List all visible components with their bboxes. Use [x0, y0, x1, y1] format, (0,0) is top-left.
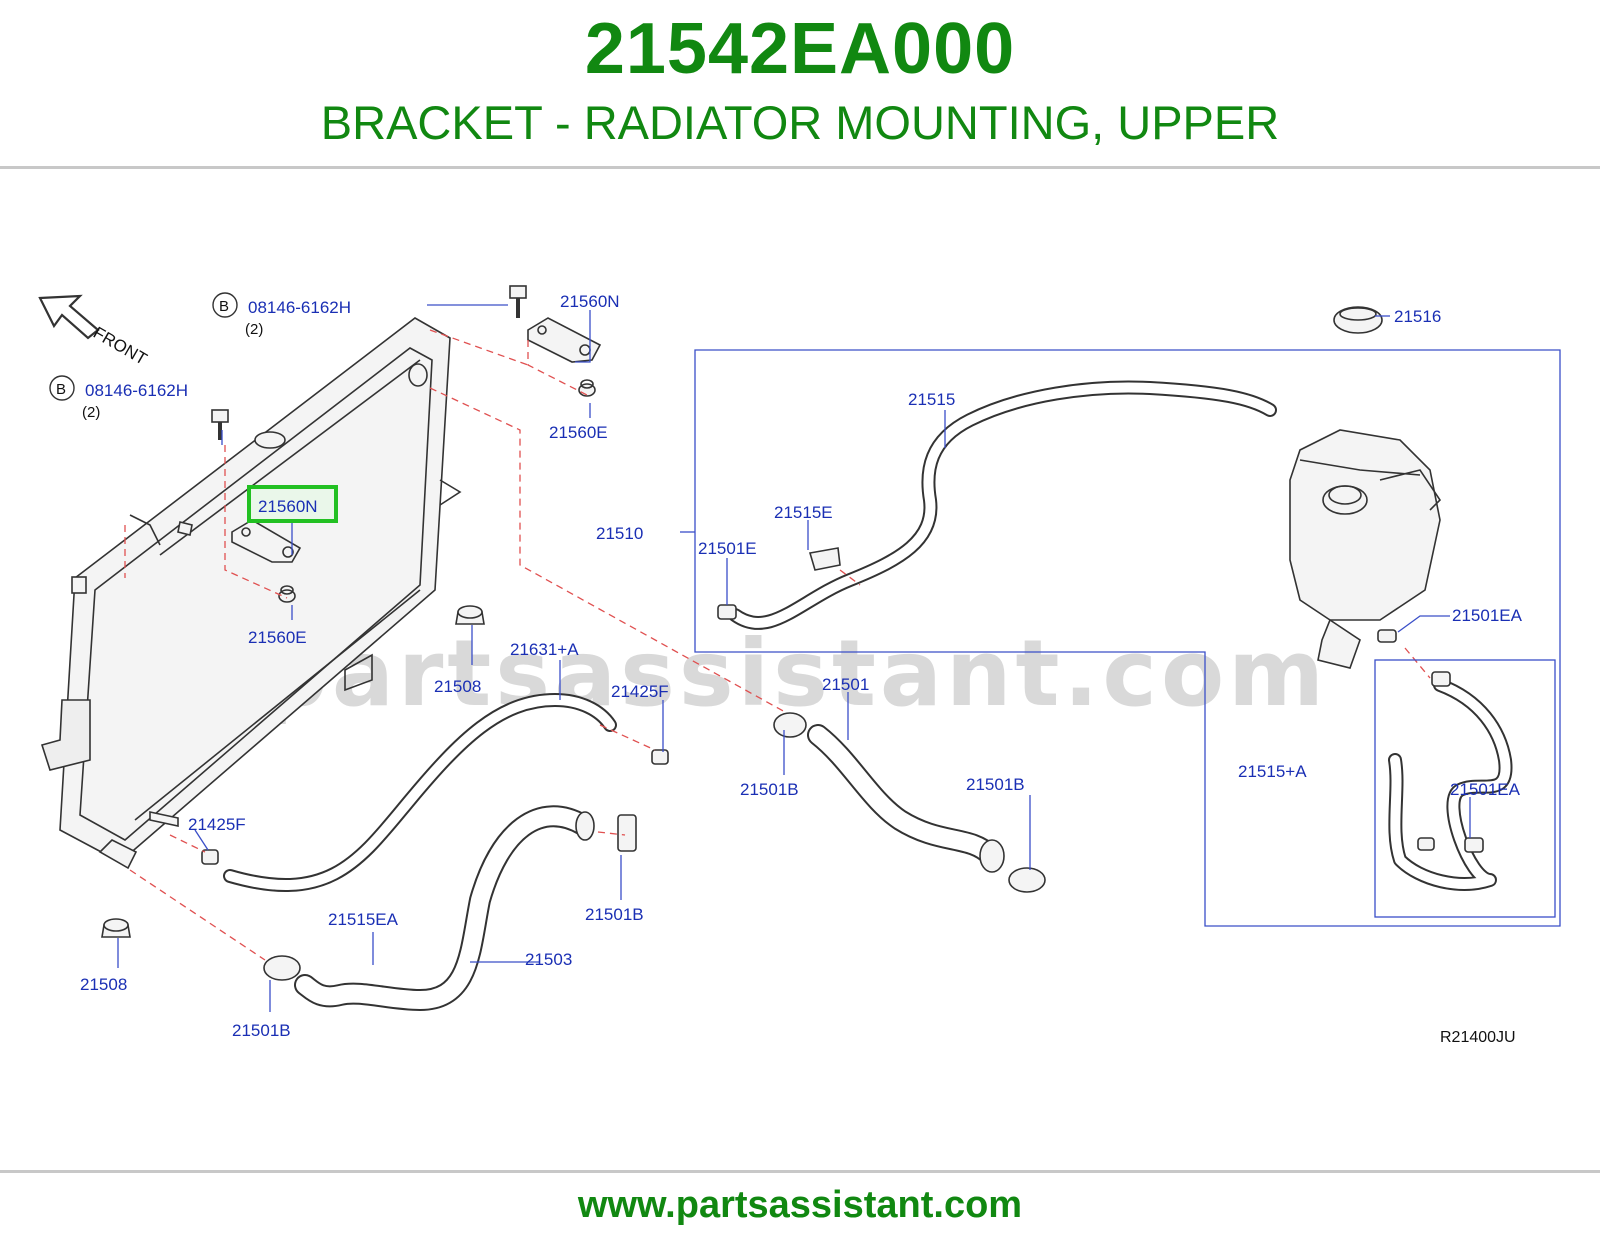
label-cap[interactable]: 21516: [1394, 307, 1441, 326]
radiator-drawing: [40, 317, 462, 870]
lower-hose-drawing: [294, 805, 595, 1011]
label-bolt-left-qty: (2): [82, 404, 100, 421]
label-reservoir-hose[interactable]: 21515: [908, 390, 955, 409]
watermark-text: partsassistant.com: [262, 620, 1328, 727]
label-mount-top[interactable]: 21508: [434, 677, 481, 696]
label-clip-top[interactable]: 21425F: [611, 682, 669, 701]
label-clip-left[interactable]: 21425F: [188, 815, 246, 834]
header: 21542EA000 BRACKET - RADIATOR MOUNTING, …: [0, 0, 1600, 170]
bolt-icon: [211, 409, 229, 440]
label-clamp-e[interactable]: 21501E: [698, 539, 757, 558]
leader-lines: [117, 304, 1471, 1012]
label-grommet-left[interactable]: 21560E: [248, 628, 307, 647]
label-clamp-b-2[interactable]: 21501B: [966, 775, 1025, 794]
overflow-hose-drawing: [1388, 671, 1513, 891]
label-bolt-left[interactable]: 08146-6162H: [85, 381, 188, 400]
front-label: FRONT: [90, 323, 150, 369]
bolt-icon: [509, 285, 527, 318]
assembly-lines: [124, 329, 1431, 961]
label-clamp-ea-bottom[interactable]: 21501EA: [1450, 780, 1521, 799]
hose-clamp-icon: [773, 712, 807, 738]
header-divider: [0, 166, 1600, 169]
svg-text:B: B: [219, 298, 229, 315]
footer-divider: [0, 1170, 1600, 1173]
highlight-box: [247, 485, 338, 523]
part-description: BRACKET - RADIATOR MOUNTING, UPPER: [320, 96, 1280, 149]
label-reservoir-assy[interactable]: 21510: [596, 524, 643, 543]
label-clamp-b-1[interactable]: 21501B: [740, 780, 799, 799]
hose-clip-icon: [808, 547, 841, 571]
label-upper-hose[interactable]: 21501: [822, 675, 869, 694]
label-oil-hose[interactable]: 21631+A: [510, 640, 579, 659]
reservoir-tank-drawing: [1289, 429, 1442, 669]
clip-icon: [651, 749, 669, 765]
oil-cooler-hose-drawing: [223, 693, 617, 892]
label-bracket-highlighted[interactable]: 21560N: [258, 497, 318, 516]
label-clamp-b-4[interactable]: 21501B: [232, 1021, 291, 1040]
reference-code: R21400JU: [1440, 1029, 1516, 1046]
label-grommet-top[interactable]: 21560E: [549, 423, 608, 442]
hose-clamp-icon: [263, 955, 301, 981]
upper-hose-drawing: [807, 724, 1005, 873]
clip-icon: [201, 849, 219, 865]
hose-clamp-icon: [617, 814, 637, 852]
label-bracket-top[interactable]: 21560N: [560, 292, 620, 311]
svg-text:B: B: [56, 381, 66, 398]
reservoir-hose-drawing: [717, 380, 1277, 630]
bolt-marker-badge: B: [49, 375, 75, 401]
footer-url-link[interactable]: www.partsassistant.com: [577, 1184, 1023, 1226]
mount-rubber-icon: [455, 605, 485, 625]
label-lower-hose-end[interactable]: 21515EA: [328, 910, 399, 929]
assembly-frame: [694, 349, 1561, 927]
label-clamp-ea-top[interactable]: 21501EA: [1452, 606, 1523, 625]
front-arrow-icon: [38, 294, 100, 340]
part-number-title: 21542EA000: [584, 9, 1016, 89]
radiator-cap-icon: [1333, 306, 1383, 334]
label-bolt-top[interactable]: 08146-6162H: [248, 298, 351, 317]
grommet-icon: [578, 379, 596, 397]
label-hose-clip[interactable]: 21515E: [774, 503, 833, 522]
bracket-icon: [527, 317, 602, 363]
label-hose-assy[interactable]: 21515+A: [1238, 762, 1307, 781]
label-clamp-b-3[interactable]: 21501B: [585, 905, 644, 924]
hose-clamp-icon: [1008, 867, 1046, 893]
label-bolt-top-qty: (2): [245, 321, 263, 338]
label-mount-bottom[interactable]: 21508: [80, 975, 127, 994]
bolt-marker-badge: B: [212, 292, 238, 318]
label-lower-hose[interactable]: 21503: [525, 950, 572, 969]
mount-rubber-icon: [101, 918, 131, 938]
grommet-icon: [278, 585, 296, 603]
